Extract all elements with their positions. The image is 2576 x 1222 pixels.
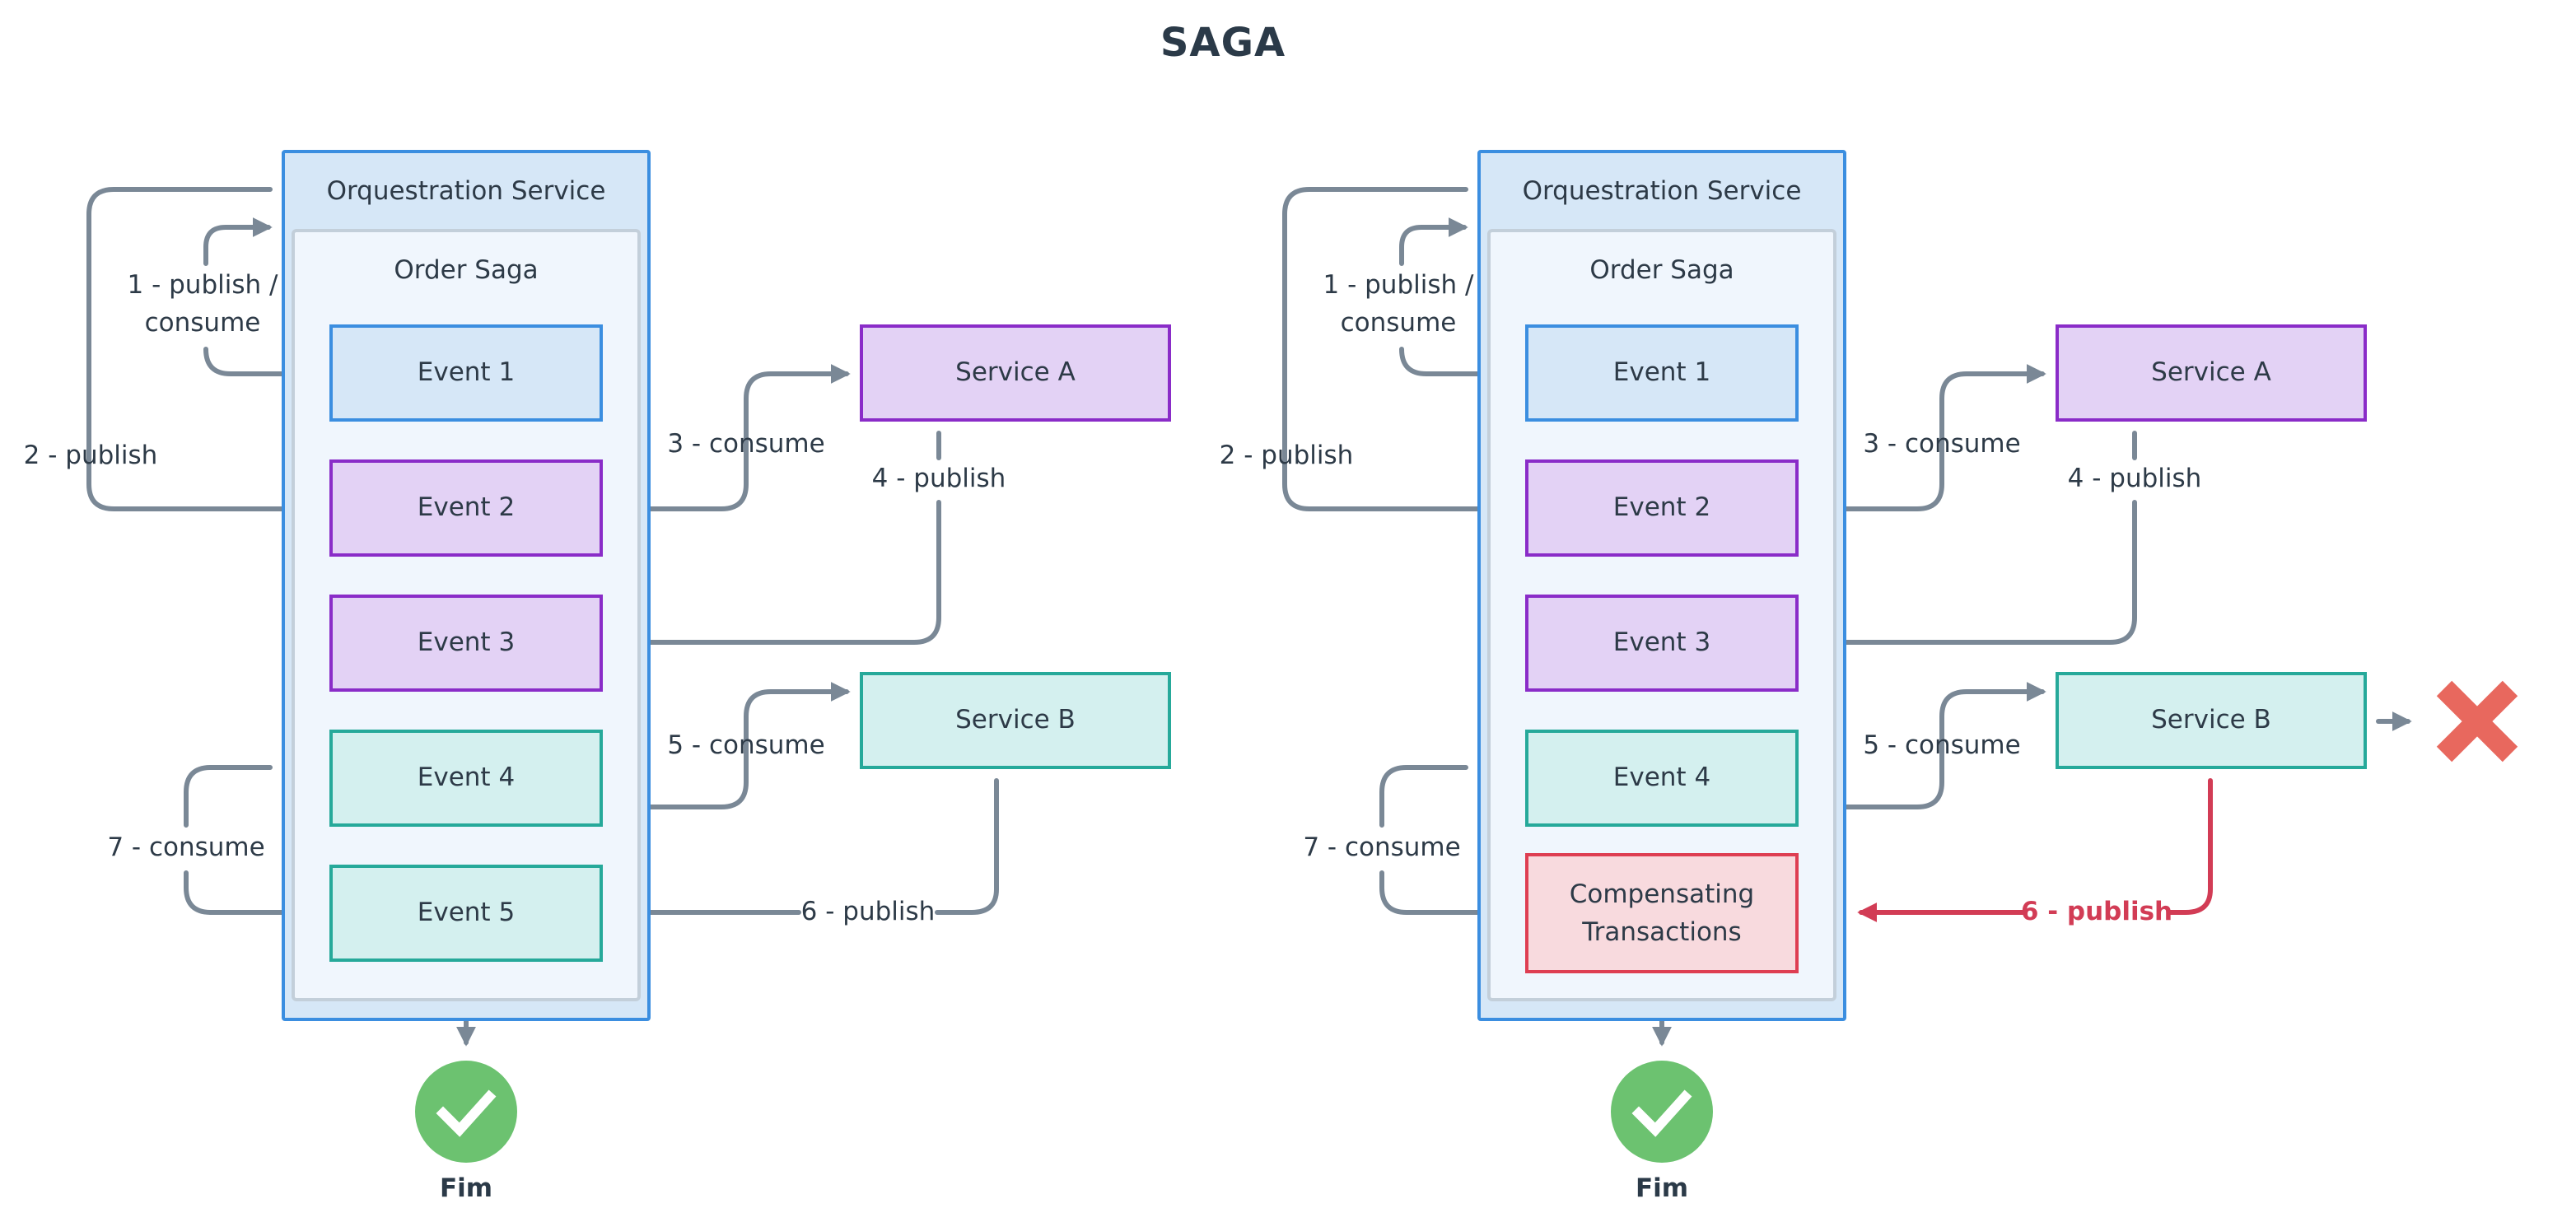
right-service-a[interactable]: Service A [2056,324,2367,422]
left-flow4-arrow [612,500,941,652]
left-orchestration-label: Orquestration Service [326,176,606,206]
left-flow6-label: 6 - publish [800,897,936,926]
right-flow5-label: 5 - consume [1863,730,2021,760]
right-flow5-arrow [1806,682,2046,809]
right-event-1[interactable]: Event 1 [1525,324,1799,422]
left-event-4[interactable]: Event 4 [329,730,603,827]
right-flow6-label: 6 - publish [2020,897,2173,926]
left-flow4-label: 4 - publish [871,464,1006,493]
left-end-label: Fim [439,1173,493,1203]
right-order-saga-label: Order Saga [1589,255,1734,285]
left-check-circle-icon [415,1061,517,1163]
diagram-title: SAGA [1160,20,1286,66]
right-flow7-top-line [1379,765,1468,828]
left-flow5-label: 5 - consume [667,730,825,760]
left-flow7-arrow [184,870,320,922]
right-end-label: Fim [1635,1173,1689,1203]
left-flow7-top-line [184,765,273,828]
left-flow3-arrow [610,364,851,511]
right-event-4[interactable]: Event 4 [1525,730,1799,827]
right-flow4-label: 4 - publish [2067,464,2202,493]
right-compensating-transactions[interactable]: Compensating Transactions [1525,853,1799,973]
right-x-mark-icon [2429,674,2525,769]
right-flow6-failure-arrow [1861,778,2213,912]
right-flow1-out-arrow [1399,217,1468,266]
left-event-1[interactable]: Event 1 [329,324,603,422]
left-flow7-label: 7 - consume [107,833,265,862]
left-order-saga-label: Order Saga [394,255,539,285]
right-flow7-arrow [1379,870,1516,922]
left-flow5-arrow [610,682,851,809]
left-flow2-arrow [86,187,320,519]
right-flow3-label: 3 - consume [1863,429,2021,459]
left-event-2[interactable]: Event 2 [329,459,603,557]
left-flow3-label: 3 - consume [667,429,825,459]
right-service-b[interactable]: Service B [2056,672,2367,769]
left-event-3[interactable]: Event 3 [329,595,603,692]
right-event-2[interactable]: Event 2 [1525,459,1799,557]
right-flow3-arrow [1806,364,2046,511]
right-orchestration-label: Orquestration Service [1522,176,1802,206]
left-service-b[interactable]: Service B [860,672,1171,769]
left-flow6-arrow [616,778,999,912]
right-flow4-arrow [1808,500,2137,652]
left-flow1-out-arrow [203,217,273,266]
right-event-3[interactable]: Event 3 [1525,595,1799,692]
right-flow1-label: 1 - publish / consume [1323,270,1474,338]
right-check-circle-icon [1611,1061,1713,1163]
left-service-a[interactable]: Service A [860,324,1171,422]
left-flow1-in-arrow [203,347,320,384]
right-flow7-label: 7 - consume [1303,833,1461,862]
right-flow2-label: 2 - publish [1219,441,1354,470]
right-flow2-arrow [1282,187,1516,519]
left-flow1-label: 1 - publish / consume [127,270,278,338]
left-event-5[interactable]: Event 5 [329,865,603,962]
left-flow2-label: 2 - publish [23,441,158,470]
right-flow1-in-arrow [1399,347,1516,384]
